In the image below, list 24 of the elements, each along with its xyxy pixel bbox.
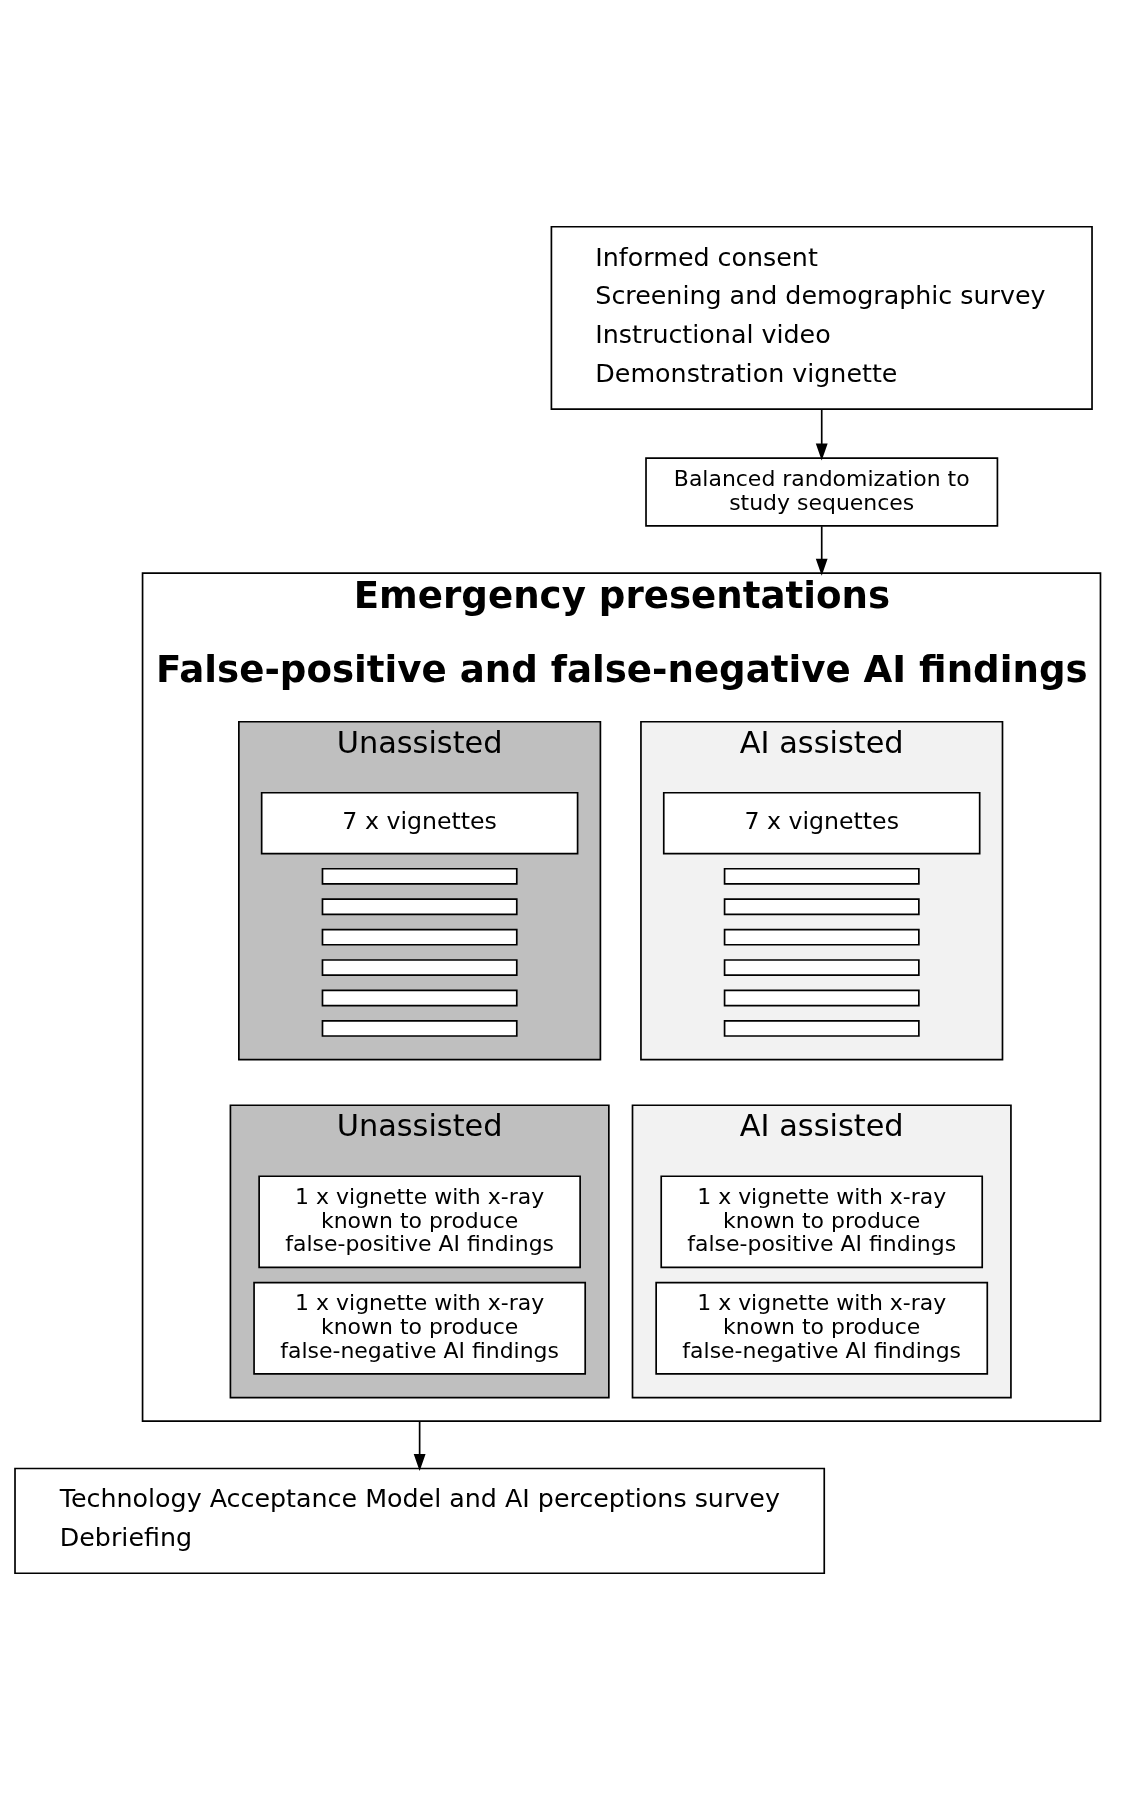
node-box: 7 x vignettes — [662, 791, 981, 855]
node-box: 7 x vignettes — [260, 791, 579, 855]
node-box — [321, 1019, 518, 1037]
arrow — [815, 525, 828, 576]
node-box: 1 x vignette with x-ray known to produce false-positive AI findings — [660, 1175, 984, 1269]
node-box: 1 x vignette with x-ray known to produce false-negative AI findings — [655, 1281, 989, 1375]
node-box — [723, 989, 920, 1007]
node-box — [723, 898, 920, 916]
node-box — [321, 928, 518, 946]
node-box: Informed consent Screening and demographic survey Instructional video Demonstration vignette — [550, 225, 1093, 411]
node-box — [321, 959, 518, 977]
arrow — [413, 1420, 426, 1471]
node-box — [723, 959, 920, 977]
node-box — [723, 867, 920, 885]
node-box — [723, 1019, 920, 1037]
node-box: 1 x vignette with x-ray known to produce false-positive AI findings — [258, 1175, 581, 1269]
node-box — [321, 989, 518, 1007]
node-box: Balanced randomization to study sequences — [645, 457, 999, 527]
node-box — [321, 867, 518, 885]
node-box: Technology Acceptance Model and AI perceptions survey Debriefing — [14, 1467, 826, 1575]
arrow — [815, 408, 828, 461]
node-box: 1 x vignette with x-ray known to produce false-negative AI findings — [253, 1281, 587, 1375]
node-box — [723, 928, 920, 946]
node-box — [321, 898, 518, 916]
